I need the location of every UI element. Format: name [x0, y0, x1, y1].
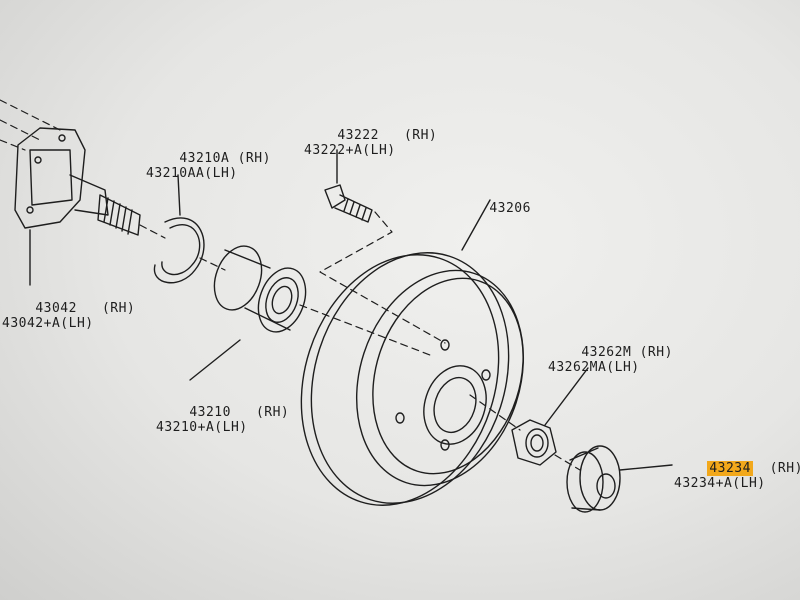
part-code: 43210: [189, 405, 231, 420]
snap-ring-drawing: [153, 174, 205, 284]
brake-drum-drawing: [300, 199, 525, 506]
bearing-drawing: [189, 245, 307, 381]
part-code: 43222: [337, 128, 379, 143]
part-code: 43210A: [179, 151, 230, 166]
part-code: 43262MA: [548, 360, 607, 375]
axle-centerline: [0, 99, 581, 471]
highlighted-part-code: 43234: [707, 461, 753, 476]
label-hub-nut: 43262M (RH) 43262MA(LH): [548, 330, 673, 390]
label-flange-shaft: 43042 (RH) 43042+A(LH): [2, 286, 135, 346]
label-hub-cap: 43234 (RH) 43234+A(LH): [674, 446, 800, 506]
part-code: 43042+A: [2, 316, 61, 331]
part-code: 43206: [489, 201, 531, 216]
label-hub-bolt: 43222 (RH) 43222+A(LH): [304, 113, 437, 173]
label-snap-ring: 43210A (RH) 43210AA(LH): [146, 136, 271, 196]
part-code: 43042: [35, 301, 77, 316]
side-tag: (LH): [606, 360, 640, 375]
hub-cap-drawing: [566, 445, 673, 513]
side-tag: (LH): [204, 166, 238, 181]
part-code: 43234+A: [674, 476, 733, 491]
hub-nut-drawing: [511, 367, 589, 466]
part-code: 43222+A: [304, 143, 363, 158]
part-code: 43210+A: [156, 420, 215, 435]
side-tag: (LH): [214, 420, 248, 435]
side-tag: (RH): [237, 151, 271, 166]
part-code: 43262M: [581, 345, 632, 360]
label-brake-drum: 43206: [456, 186, 531, 231]
side-tag: (RH): [769, 461, 800, 476]
side-tag: (RH): [255, 405, 290, 420]
hub-bolt-drawing: [324, 149, 373, 223]
side-tag: (LH): [732, 476, 766, 491]
side-tag: (LH): [362, 143, 396, 158]
part-code: 43210AA: [146, 166, 205, 181]
label-bearing: 43210 (RH) 43210+A(LH): [156, 390, 289, 450]
flange-shaft-drawing: [14, 127, 141, 286]
side-tag: (LH): [60, 316, 94, 331]
side-tag: (RH): [101, 301, 136, 316]
side-tag: (RH): [639, 345, 673, 360]
side-tag: (RH): [403, 128, 438, 143]
